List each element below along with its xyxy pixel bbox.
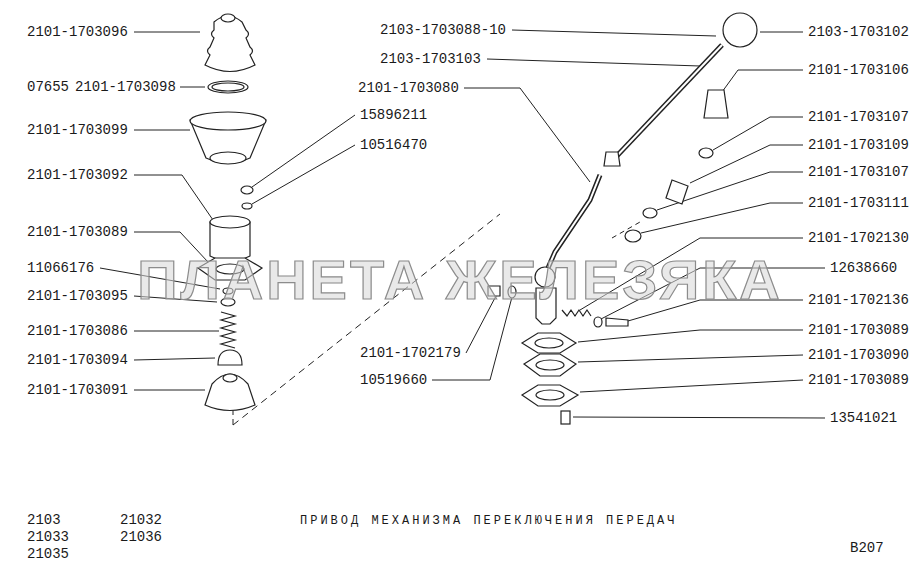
- part-number: 2101-1703090: [808, 347, 909, 363]
- part-number: 2101-1702130: [808, 230, 909, 246]
- part-number: 2101-1703106: [808, 62, 909, 78]
- watermark: ПЛАНЕТА ЖЕЛЕЗЯКА: [137, 250, 783, 310]
- part-number: 2101-1703089: [808, 322, 909, 338]
- part-number: 2101-1703096: [27, 24, 128, 40]
- part-number: 10516470: [360, 137, 427, 153]
- part-number: 2101-1703107: [808, 109, 909, 125]
- part-number: 11066176: [27, 260, 94, 276]
- part-number: 2101-1703111: [808, 195, 909, 211]
- part-number: 2101-1703089: [27, 224, 128, 240]
- part-number: 2101-1703109: [808, 137, 909, 153]
- model-code: 2103: [27, 512, 61, 528]
- diagram-title: ПРИВОД МЕХАНИЗМА ПЕРЕКЛЮЧЕНИЯ ПЕРЕДАЧ: [300, 513, 677, 529]
- part-number: 2101-1703098: [75, 79, 176, 95]
- part-number: 2103-1703088-10: [380, 22, 506, 38]
- part-number: 2103-1703102: [808, 24, 909, 40]
- part-number: 2101-1703092: [27, 167, 128, 183]
- part-number: 10519660: [360, 372, 427, 388]
- part-number: 2101-1703107: [808, 164, 909, 180]
- part-number: 2101-1702179: [360, 345, 461, 361]
- part-number: 2101-1703099: [27, 122, 128, 138]
- part-number: 2101-1702136: [808, 292, 909, 308]
- part-number: 2101-1703080: [358, 80, 459, 96]
- model-code: 21036: [120, 529, 162, 545]
- part-number: 2101-1703086: [27, 323, 128, 339]
- sheet-code: B207: [850, 540, 884, 556]
- part-number: 15896211: [360, 107, 427, 123]
- part-number: 2101-1703089: [808, 372, 909, 388]
- model-code: 21033: [27, 529, 69, 545]
- model-code: 21032: [120, 512, 162, 528]
- part-number: 07655: [27, 79, 69, 95]
- part-number: 2101-1703091: [27, 382, 128, 398]
- part-number: 2101-1703094: [27, 352, 128, 368]
- model-code: 21035: [27, 546, 69, 562]
- part-number: 13541021: [830, 410, 897, 426]
- part-number: 2103-1703103: [380, 51, 481, 67]
- part-number: 12638660: [830, 260, 897, 276]
- part-number: 2101-1703095: [27, 288, 128, 304]
